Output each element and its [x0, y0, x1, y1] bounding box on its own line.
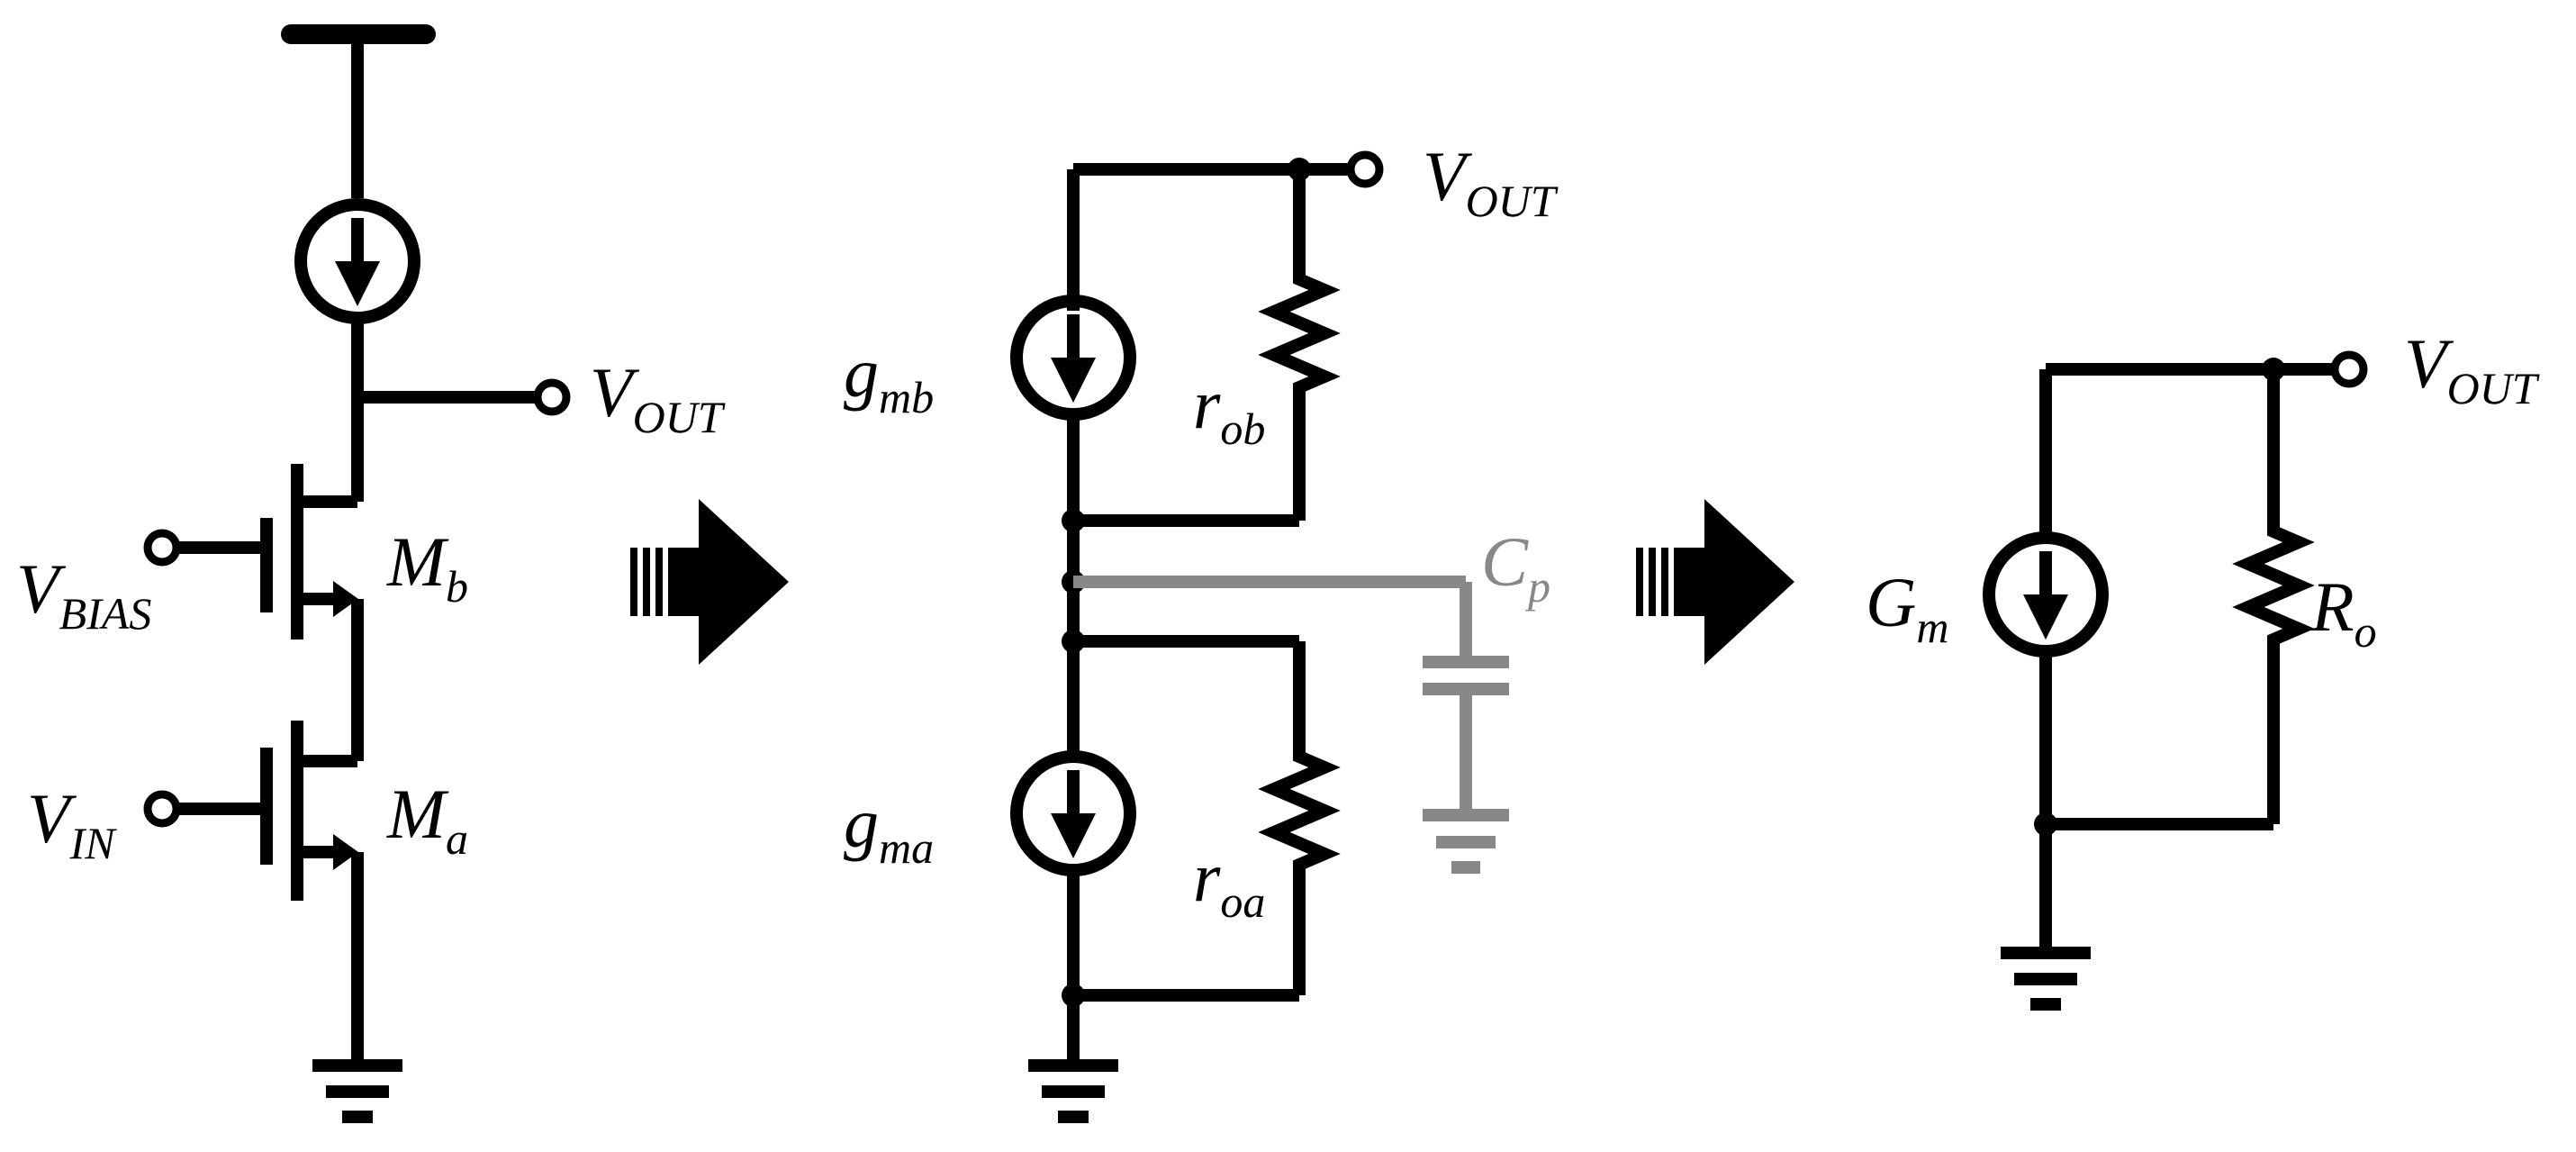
nmos-transistor-icon: [143, 721, 364, 1059]
label-gmb: gmb: [844, 333, 934, 422]
arrow-right-icon: [630, 499, 789, 665]
stage1-transistor-schematic: VOUT VBIAS VIN Mb Ma: [16, 24, 726, 1123]
vout-terminal: [1346, 150, 1384, 188]
vout-terminal: [533, 378, 571, 416]
parasitic-capacitor: [1073, 576, 1509, 874]
label-vout: VOUT: [590, 353, 726, 442]
ground-icon: [2001, 947, 2091, 1011]
label-mb: Mb: [386, 522, 468, 612]
label-vin: VIN: [27, 779, 117, 868]
vin-terminal: [143, 790, 181, 828]
stage3-norton-equivalent: VOUT Gm Ro: [1866, 324, 2540, 1011]
vbias-terminal: [143, 529, 181, 567]
label-ma: Ma: [386, 775, 468, 864]
label-gm: Gm: [1866, 563, 1948, 652]
current-source-icon: [1017, 757, 1130, 870]
label-gma: gma: [844, 784, 934, 873]
label-roa: roa: [1193, 838, 1265, 927]
resistor-icon: [1274, 270, 1324, 396]
current-source-icon: [1017, 301, 1130, 414]
ground-icon: [312, 1059, 402, 1123]
label-vout: VOUT: [2404, 324, 2540, 413]
capacitor-icon: [1423, 656, 1509, 668]
resistor-icon: [2248, 522, 2299, 649]
ground-icon: [1028, 1059, 1118, 1123]
label-ro: Ro: [2310, 567, 2377, 657]
arrow-right-icon: [1636, 499, 1794, 665]
vout-terminal: [2330, 350, 2368, 388]
current-source-icon: [301, 204, 414, 318]
stage2-small-signal-model: VOUT gmb rob gma roa Cp: [844, 137, 1559, 1123]
nmos-transistor-icon: [143, 464, 364, 761]
label-vbias: VBIAS: [16, 549, 151, 639]
label-rob: rob: [1193, 365, 1265, 454]
label-cp: Cp: [1481, 522, 1550, 612]
resistor-icon: [1274, 748, 1324, 874]
label-vout: VOUT: [1423, 137, 1559, 226]
current-source-icon: [1989, 538, 2102, 651]
